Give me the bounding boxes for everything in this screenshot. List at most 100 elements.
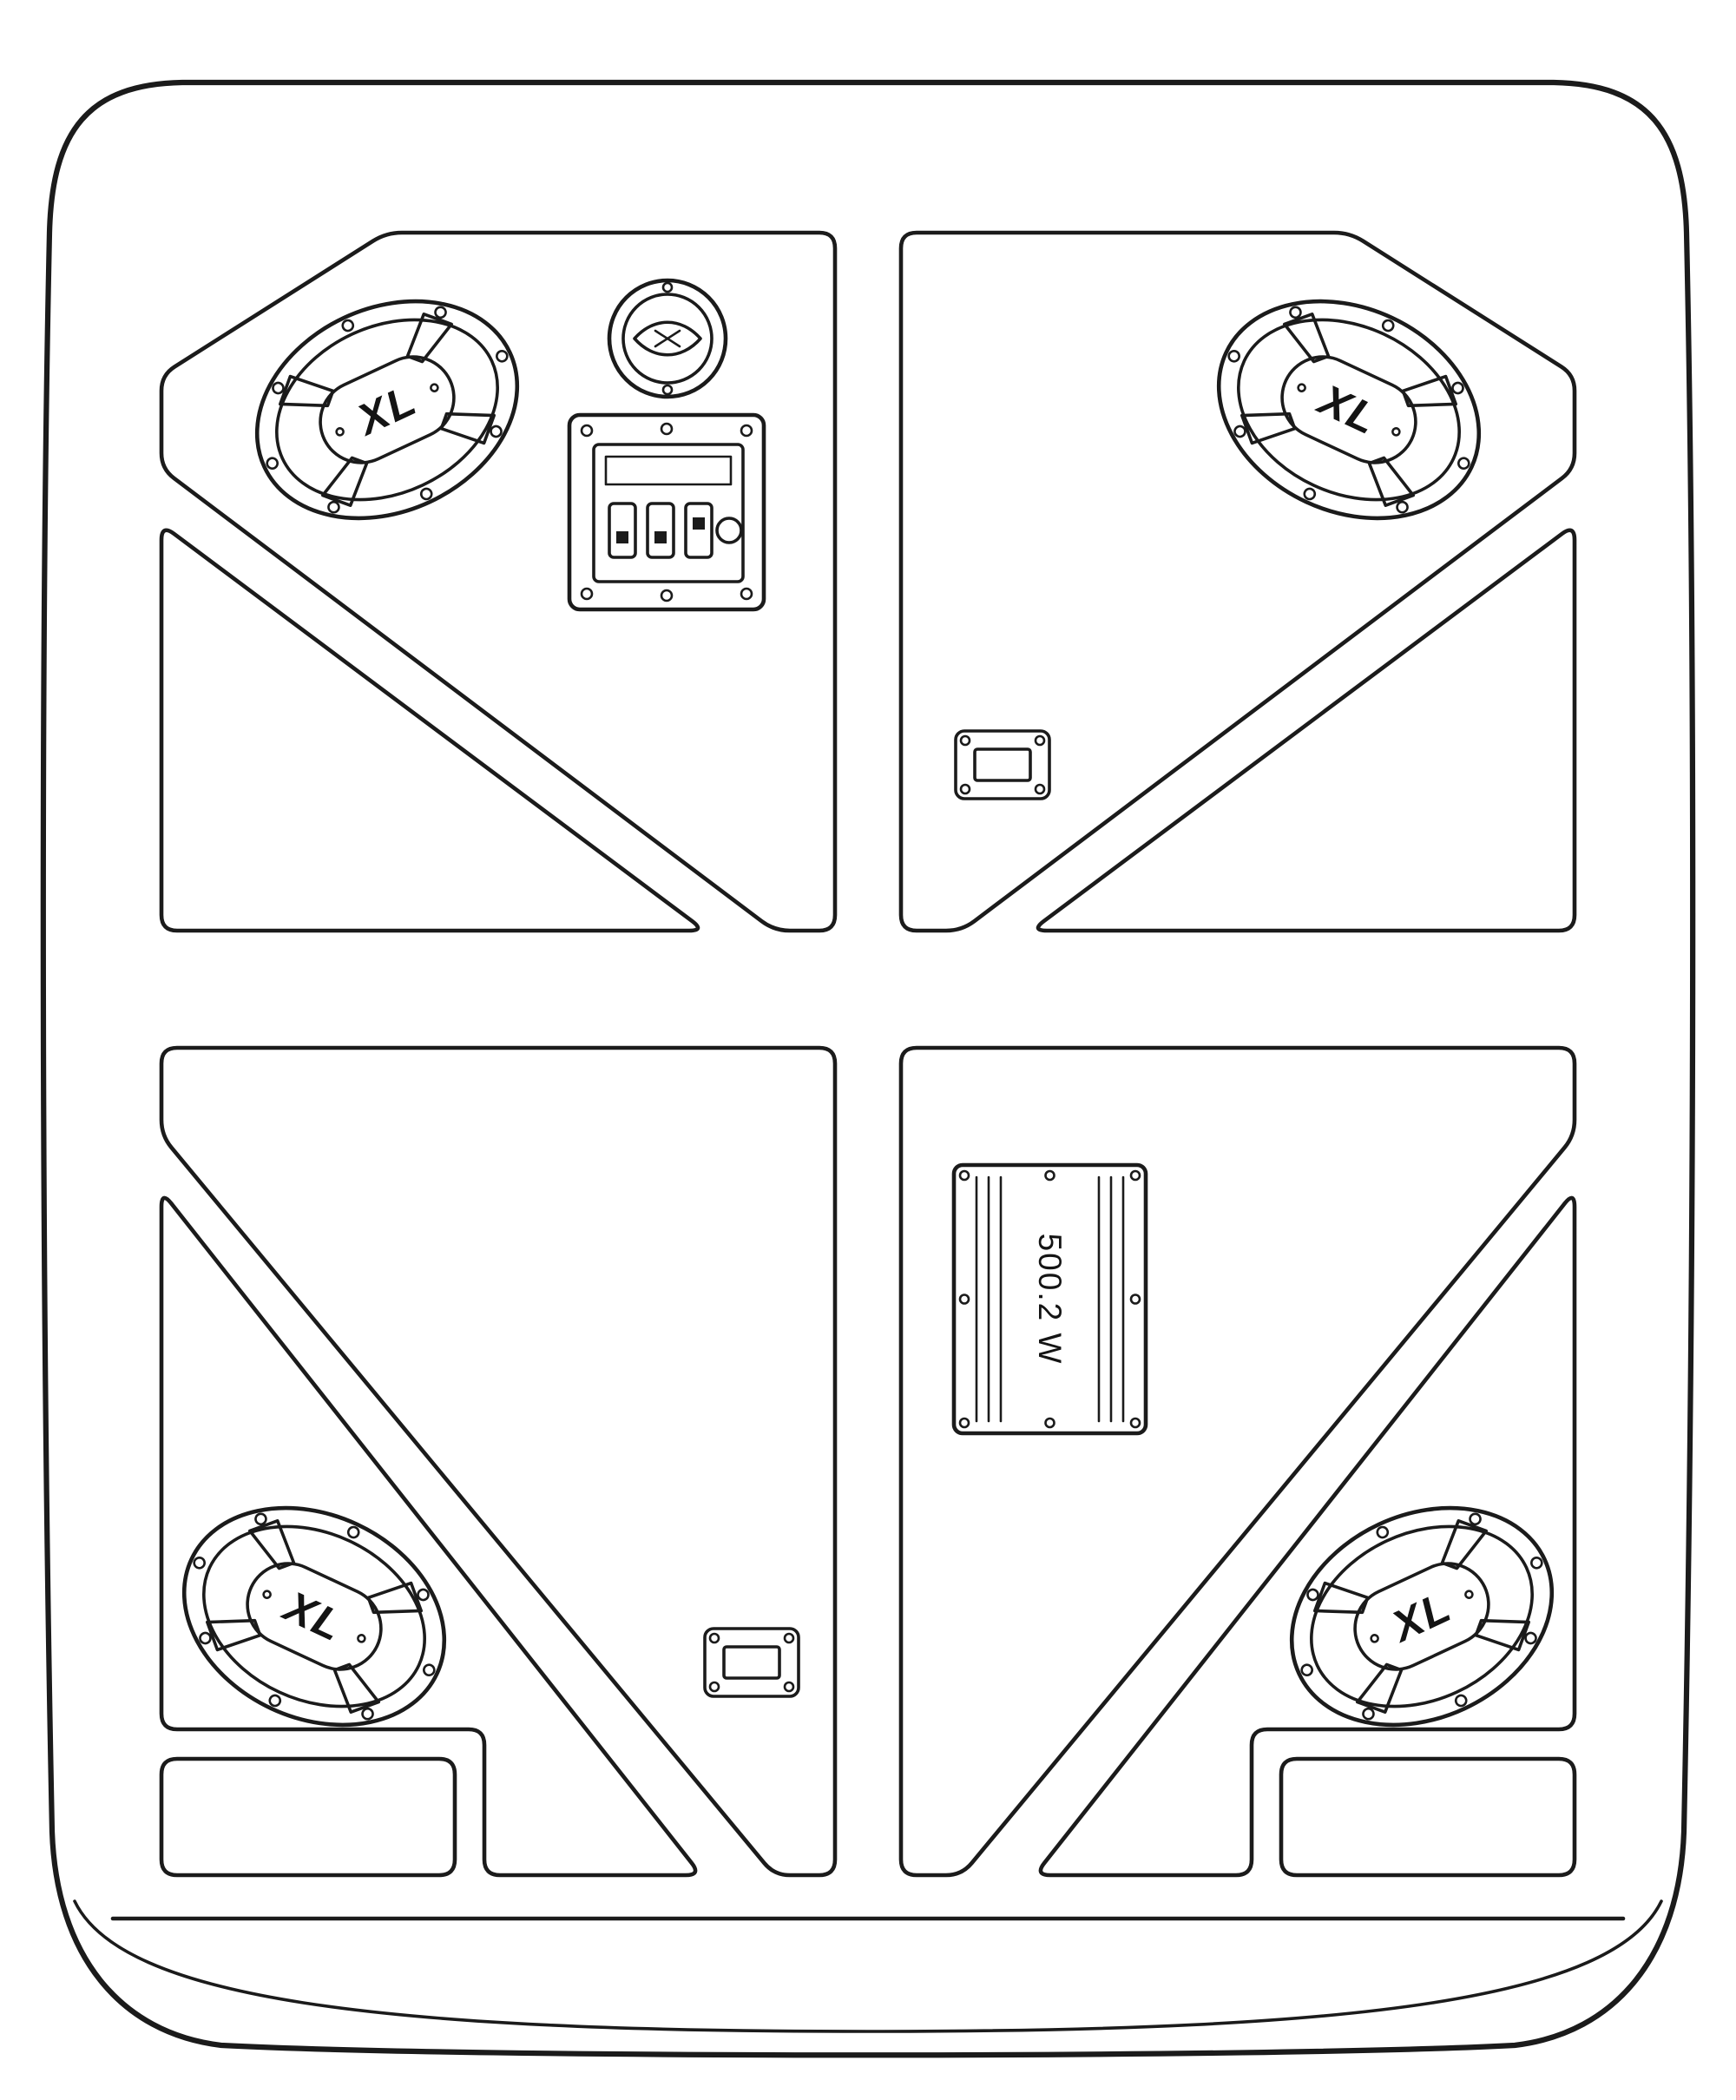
- speaker-bottom-right: XL: [1289, 1505, 1555, 1728]
- screw-dot: [661, 384, 674, 396]
- switch-panel-body: [567, 412, 766, 612]
- screw-dot: [1469, 1512, 1482, 1526]
- rocker-actuator: [693, 517, 705, 530]
- rocker-actuator: [654, 531, 667, 543]
- amp-label: 500.2 W: [1032, 1234, 1068, 1366]
- rocker-switch-2: [646, 502, 675, 559]
- panel-bottom-right-speaker: [1038, 1195, 1577, 1878]
- speaker-badge: [1280, 355, 1417, 464]
- speaker-grille: [181, 1505, 447, 1728]
- speaker-label: XL: [275, 1581, 352, 1651]
- panel-bottom-left-main: [159, 1045, 838, 1878]
- speaker-label: XL: [1310, 374, 1386, 444]
- tweeter-outer-ring: [607, 278, 728, 399]
- screw-dot: [496, 349, 509, 363]
- screw-dot: [1381, 319, 1395, 332]
- screw-dot: [1129, 1169, 1141, 1182]
- screw-dot: [1303, 487, 1317, 501]
- switch-panel-strip: [604, 455, 733, 486]
- screw-dot: [193, 1556, 206, 1570]
- screw-dot: [1391, 427, 1401, 437]
- screw-dot: [346, 1525, 360, 1539]
- tweeter-lens: [633, 320, 702, 357]
- screw-dot: [254, 1512, 267, 1526]
- screw-dot: [660, 589, 674, 602]
- screw-dot: [1524, 1631, 1537, 1645]
- screw-dot: [335, 427, 345, 437]
- panel-top-right-main: [898, 230, 1577, 933]
- rocker-switch-1: [608, 502, 637, 559]
- screw-dot: [357, 1634, 366, 1643]
- speaker-grille: [1216, 299, 1482, 521]
- connector-plate-upper: [954, 729, 1051, 800]
- rocker-switch-3: [684, 502, 713, 559]
- screw-dot: [1396, 500, 1409, 514]
- screw-dot: [417, 1588, 430, 1602]
- screw-dot: [272, 381, 285, 395]
- screw-dot: [1289, 306, 1302, 319]
- screw-dot: [1376, 1525, 1390, 1539]
- tweeter-cross: [654, 329, 681, 348]
- screw-dot: [327, 500, 340, 514]
- screw-dot: [958, 1294, 970, 1305]
- panel-bottom-left-strip: [159, 1756, 457, 1878]
- rocker-actuator: [616, 531, 628, 543]
- screw-dot: [262, 1590, 272, 1599]
- speaker-badge: [1353, 1562, 1490, 1671]
- screw-dot: [1457, 457, 1470, 471]
- tweeter-inner-ring: [621, 293, 713, 385]
- speaker-inner-ring: [1310, 1524, 1534, 1708]
- tweeter: [607, 278, 728, 399]
- screw-dot: [490, 425, 503, 438]
- screw-dot: [266, 457, 279, 471]
- screw-dot: [1370, 1634, 1379, 1643]
- speaker-inner-ring: [275, 318, 499, 502]
- speaker-grille: [1289, 1505, 1555, 1728]
- amplifier: 500.2 W: [951, 1162, 1148, 1436]
- screw-dot: [660, 422, 674, 436]
- screw-dot: [1297, 383, 1306, 392]
- body-outline: [40, 79, 1696, 2058]
- screw-dot: [268, 1694, 282, 1708]
- screw-dot: [1306, 1588, 1319, 1602]
- amp-body: [951, 1162, 1148, 1436]
- screw-dot: [361, 1707, 374, 1721]
- panel-bottom-left-speaker: [159, 1195, 698, 1878]
- panel-top-left-triangle: [159, 528, 700, 933]
- screw-dot: [199, 1631, 212, 1645]
- speaker-spoke: [332, 1662, 380, 1714]
- screw-dot: [580, 424, 594, 438]
- speaker-outer-ring: [181, 1505, 447, 1728]
- screw-dot: [740, 424, 753, 438]
- screw-dot: [1227, 349, 1240, 363]
- speaker-badge: [246, 1562, 383, 1671]
- screw-dot: [661, 281, 674, 293]
- speaker-outer-ring: [1289, 1505, 1555, 1728]
- speaker-outer-ring: [254, 299, 520, 521]
- speaker-badge: [319, 355, 456, 464]
- screw-dot: [1129, 1294, 1141, 1305]
- screw-dot: [740, 587, 753, 601]
- speaker-spoke: [439, 411, 496, 445]
- screw-dot: [1300, 1663, 1313, 1677]
- speaker-label: XL: [348, 375, 424, 445]
- speaker-label: XL: [1383, 1582, 1459, 1652]
- panel-top-left-main: [159, 230, 838, 933]
- screw-dot: [1530, 1556, 1543, 1570]
- speaker-spoke: [1474, 1618, 1531, 1652]
- round-button: [715, 517, 743, 544]
- screw-dot: [1454, 1694, 1468, 1708]
- screw-dot: [1451, 381, 1464, 395]
- switch-panel-inner: [592, 443, 745, 583]
- screw-dot: [958, 1169, 970, 1182]
- screw-dot: [430, 383, 439, 392]
- speaker-inner-ring: [1237, 318, 1461, 502]
- body-inner-bottom-contour: [73, 1899, 1663, 2033]
- speaker-inner-ring: [202, 1524, 426, 1708]
- connector-plate-lower: [703, 1627, 800, 1698]
- screw-dot: [423, 1663, 436, 1677]
- screw-dot: [958, 1417, 970, 1429]
- speaker-outer-ring: [1216, 299, 1482, 521]
- speaker-grille: [254, 299, 520, 521]
